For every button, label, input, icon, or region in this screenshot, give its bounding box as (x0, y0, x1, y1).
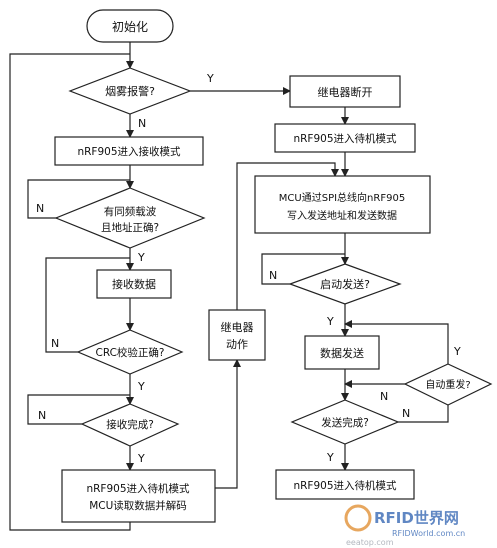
edge-label-startsend-yes: Y (326, 315, 334, 328)
edge-label-senddone-no: N (402, 407, 410, 420)
recv-done-diamond (80, 403, 180, 447)
relay-off-box (289, 75, 401, 108)
edge-labels: Y N N Y N Y N Y N Y Y N N Y (36, 72, 461, 465)
watermark: RFID世界网 RFIDWorld.com.cn eeatop.com (344, 504, 465, 547)
edge-label-carrier-yes: Y (137, 251, 145, 264)
node-labels: 初始化 烟雾报警? 继电器断开 nRF905进入接收模式 nRF905进入待机模… (77, 20, 470, 512)
edge-recvdone-no-loop (27, 394, 130, 425)
rx-mode-box (54, 136, 204, 166)
send-done-diamond (290, 399, 400, 445)
recv-done-label: 接收完成? (106, 418, 154, 431)
edge-decode-relayaction (215, 359, 241, 489)
edge-label-alarm-yes: Y (206, 72, 214, 85)
rx-mode-label: nRF905进入接收模式 (77, 145, 181, 158)
edge-relayaction-spi (236, 162, 339, 310)
edge-senddone-no-auto (398, 405, 449, 423)
spi-write-label-2: 写入发送地址和发送数据 (287, 209, 397, 222)
edge-label-auto-yes: Y (453, 345, 461, 358)
edge-label-auto-no: N (380, 390, 388, 403)
edge-label-crc-no: N (51, 337, 59, 350)
edge-label-recvdone-yes: Y (137, 452, 145, 465)
edge-main-loop (9, 53, 131, 531)
edge-crc-no-loop (45, 257, 130, 353)
watermark-text-1: RFID世界网 (374, 509, 459, 527)
relay-action-box (208, 309, 266, 361)
edge-carrier-no-loop (27, 179, 130, 219)
edge-label-alarm-no: N (138, 117, 146, 130)
auto-resend-diamond (403, 363, 493, 406)
standby-decode-box (61, 469, 216, 523)
standby-mode-1-box (274, 123, 416, 153)
edge-startsend-no-loop (261, 253, 345, 285)
auto-resend-label: 自动重发? (425, 378, 470, 391)
smoke-alarm-diamond (68, 67, 192, 115)
edge-label-startsend-no: N (269, 269, 277, 282)
smoke-alarm-label: 烟雾报警? (105, 84, 155, 98)
relay-off-label: 继电器断开 (318, 85, 373, 99)
watermark-logo-icon (344, 504, 372, 532)
crc-check-label: CRC校验正确? (95, 346, 164, 359)
spi-write-label-1: MCU通过SPI总线向nRF905 (279, 191, 405, 204)
carrier-check-label-1: 有同频载波 (104, 205, 157, 218)
edge-label-senddone-yes: Y (326, 451, 334, 464)
edge-auto-yes (344, 320, 449, 364)
watermark-text-3: eeatop.com (346, 538, 394, 547)
relay-action-label-1: 继电器 (221, 321, 254, 334)
relay-action-label-2: 动作 (226, 338, 248, 351)
spi-write-box (254, 175, 431, 234)
standby-mode-2-box (275, 469, 415, 500)
receive-data-box (96, 269, 172, 299)
send-done-label: 发送完成? (321, 416, 369, 429)
send-data-box (304, 335, 380, 370)
standby-decode-label-1: nRF905进入待机模式 (86, 482, 190, 495)
standby-decode-label-2: MCU读取数据并解码 (89, 499, 187, 512)
carrier-check-diamond (54, 187, 206, 249)
edge-label-carrier-no: N (36, 202, 44, 215)
watermark-text-2: RFIDWorld.com.cn (392, 529, 465, 538)
edge-label-crc-yes: Y (137, 380, 145, 393)
start-label: 初始化 (112, 20, 148, 34)
send-data-label: 数据发送 (320, 346, 364, 360)
carrier-check-label-2: 且地址正确? (101, 221, 159, 234)
connectors (9, 42, 449, 531)
start-send-label: 启动发送? (320, 277, 370, 291)
start-send-diamond (288, 263, 402, 305)
crc-check-diamond (76, 329, 184, 375)
start-terminal (86, 9, 174, 43)
receive-data-label: 接收数据 (112, 277, 156, 291)
standby-mode-2-label: nRF905进入待机模式 (293, 479, 397, 492)
edge-label-recvdone-no: N (38, 409, 46, 422)
standby-mode-1-label: nRF905进入待机模式 (293, 132, 397, 145)
shapes (54, 9, 493, 523)
